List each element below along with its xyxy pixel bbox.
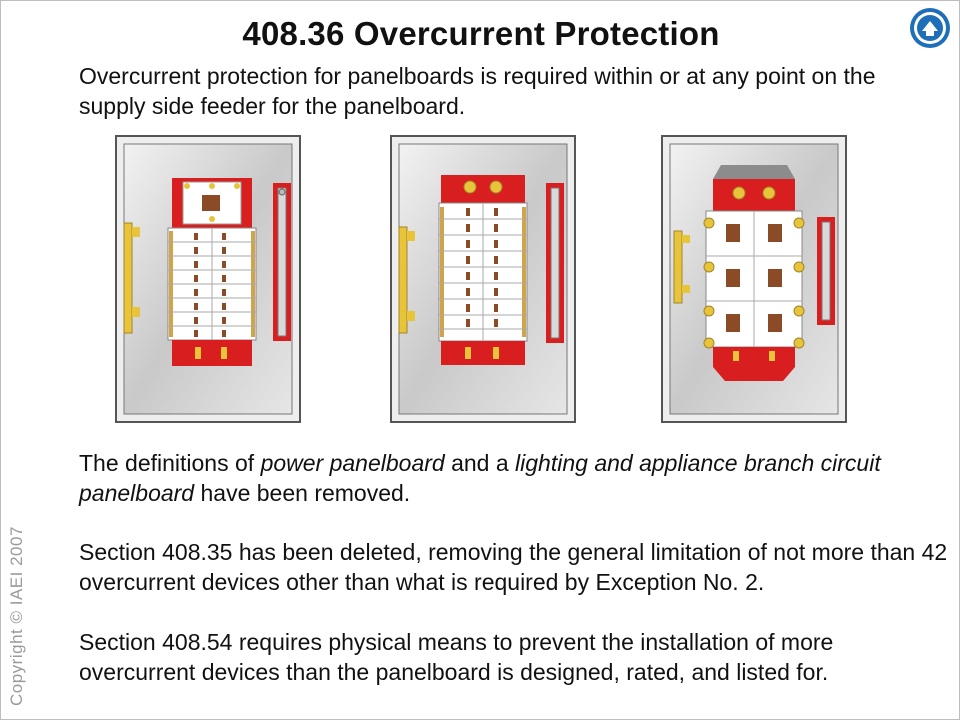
section-40835-paragraph: Section 408.35 has been deleted, removin… <box>79 539 948 595</box>
panelboard-main-breaker-icon <box>115 135 301 423</box>
panelboard-main-lugs-icon <box>390 135 576 423</box>
section-40854-paragraph: Section 408.54 requires physical means t… <box>79 629 834 685</box>
definitions-text-1: The definitions of <box>79 450 261 476</box>
panelboard-large-breakers-icon <box>661 135 847 423</box>
definitions-paragraph: The definitions of power panelboard and … <box>79 448 919 508</box>
definitions-text-3: have been removed. <box>194 480 411 506</box>
term-lighting-panelboard: lighting and appliance branch circuit pa… <box>79 450 881 506</box>
page-title: 408.36 Overcurrent Protection <box>242 15 720 52</box>
intro-paragraph: Overcurrent protection for panelboards i… <box>79 63 876 119</box>
definitions-text-2: and a <box>444 450 516 476</box>
copyright-notice: Copyright © IAEI 2007 <box>7 526 26 706</box>
iaei-seal-icon <box>910 8 950 48</box>
term-power-panelboard: power panelboard <box>260 450 445 476</box>
